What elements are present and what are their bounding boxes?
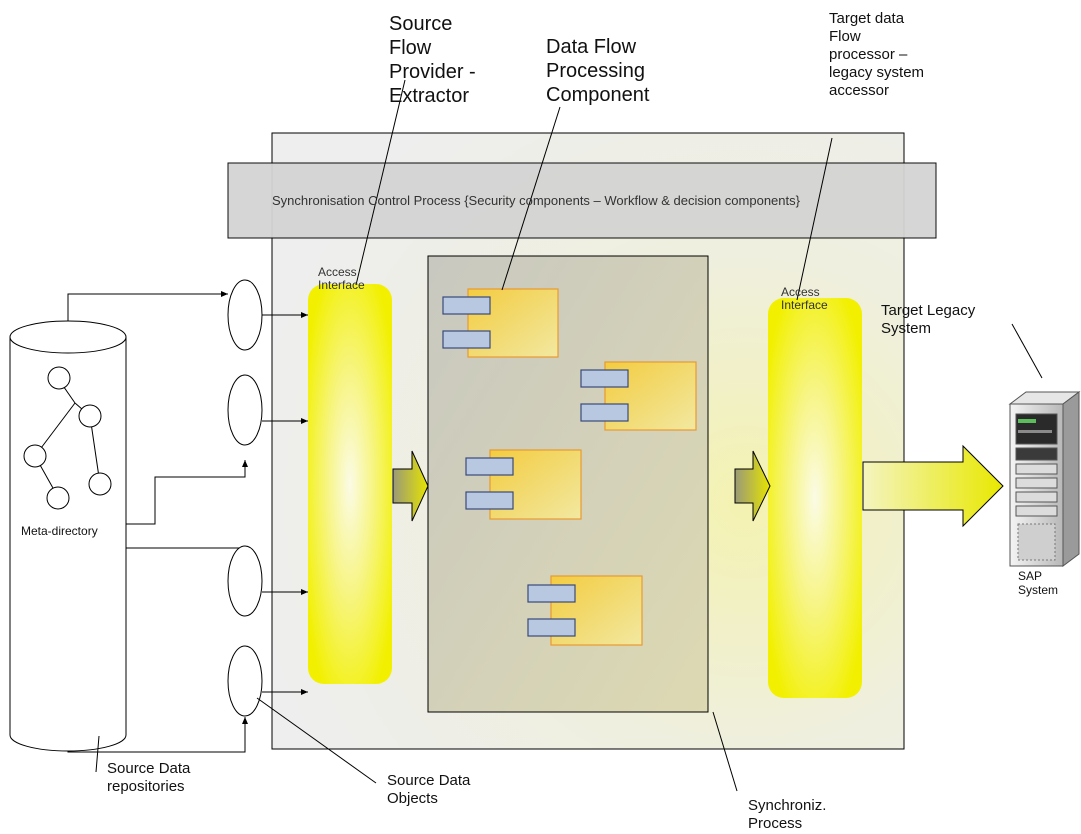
port-icon — [527, 584, 576, 603]
big-block-arrow-icon — [862, 444, 1004, 528]
meta-directory-label: Meta-directory — [21, 524, 98, 538]
port-icon — [580, 369, 629, 388]
component-4 — [527, 575, 643, 646]
source-data-object — [227, 645, 263, 717]
meta-directory-cylinder — [9, 320, 127, 752]
source-flow-provider-label: Source Flow Provider - Extractor — [389, 13, 476, 107]
port-icon — [442, 296, 491, 315]
sap-system-label: SAP System — [1018, 569, 1059, 597]
component-1 — [442, 288, 559, 358]
server-tower-icon — [1008, 391, 1081, 567]
port-icon — [442, 330, 491, 349]
tree-icon — [23, 366, 112, 510]
component-3 — [465, 449, 582, 520]
access-interface-left-label: Access Interface — [318, 265, 365, 292]
data-flow-processing-label: Data Flow Processing Component — [546, 36, 650, 106]
port-icon — [527, 618, 576, 637]
synchroniz-process-label: Synchroniz. Process — [748, 797, 827, 832]
source-data-repositories-label: Source Data repositories — [107, 760, 191, 795]
access-interface-left-bar — [308, 284, 392, 684]
port-icon — [465, 491, 514, 510]
source-data-objects-label: Source Data Objects — [387, 772, 471, 807]
target-legacy-system-label: Target Legacy System — [881, 302, 976, 337]
component-2 — [580, 361, 697, 431]
control-process-label: Synchronisation Control Process {Securit… — [272, 193, 800, 208]
target-data-flow-label: Target data Flow processor – legacy syst… — [829, 10, 925, 99]
source-data-object — [227, 279, 263, 351]
port-icon — [580, 403, 629, 422]
block-arrow-icon — [734, 450, 771, 522]
access-interface-right-bar — [768, 298, 862, 698]
port-icon — [465, 457, 514, 476]
object-to-interface-arrows — [262, 312, 308, 695]
block-arrow-icon — [392, 450, 429, 522]
source-data-object — [227, 374, 263, 446]
access-interface-right-label: Access Interface — [781, 285, 828, 312]
source-data-object — [227, 545, 263, 617]
callout-lines — [95, 79, 1043, 792]
